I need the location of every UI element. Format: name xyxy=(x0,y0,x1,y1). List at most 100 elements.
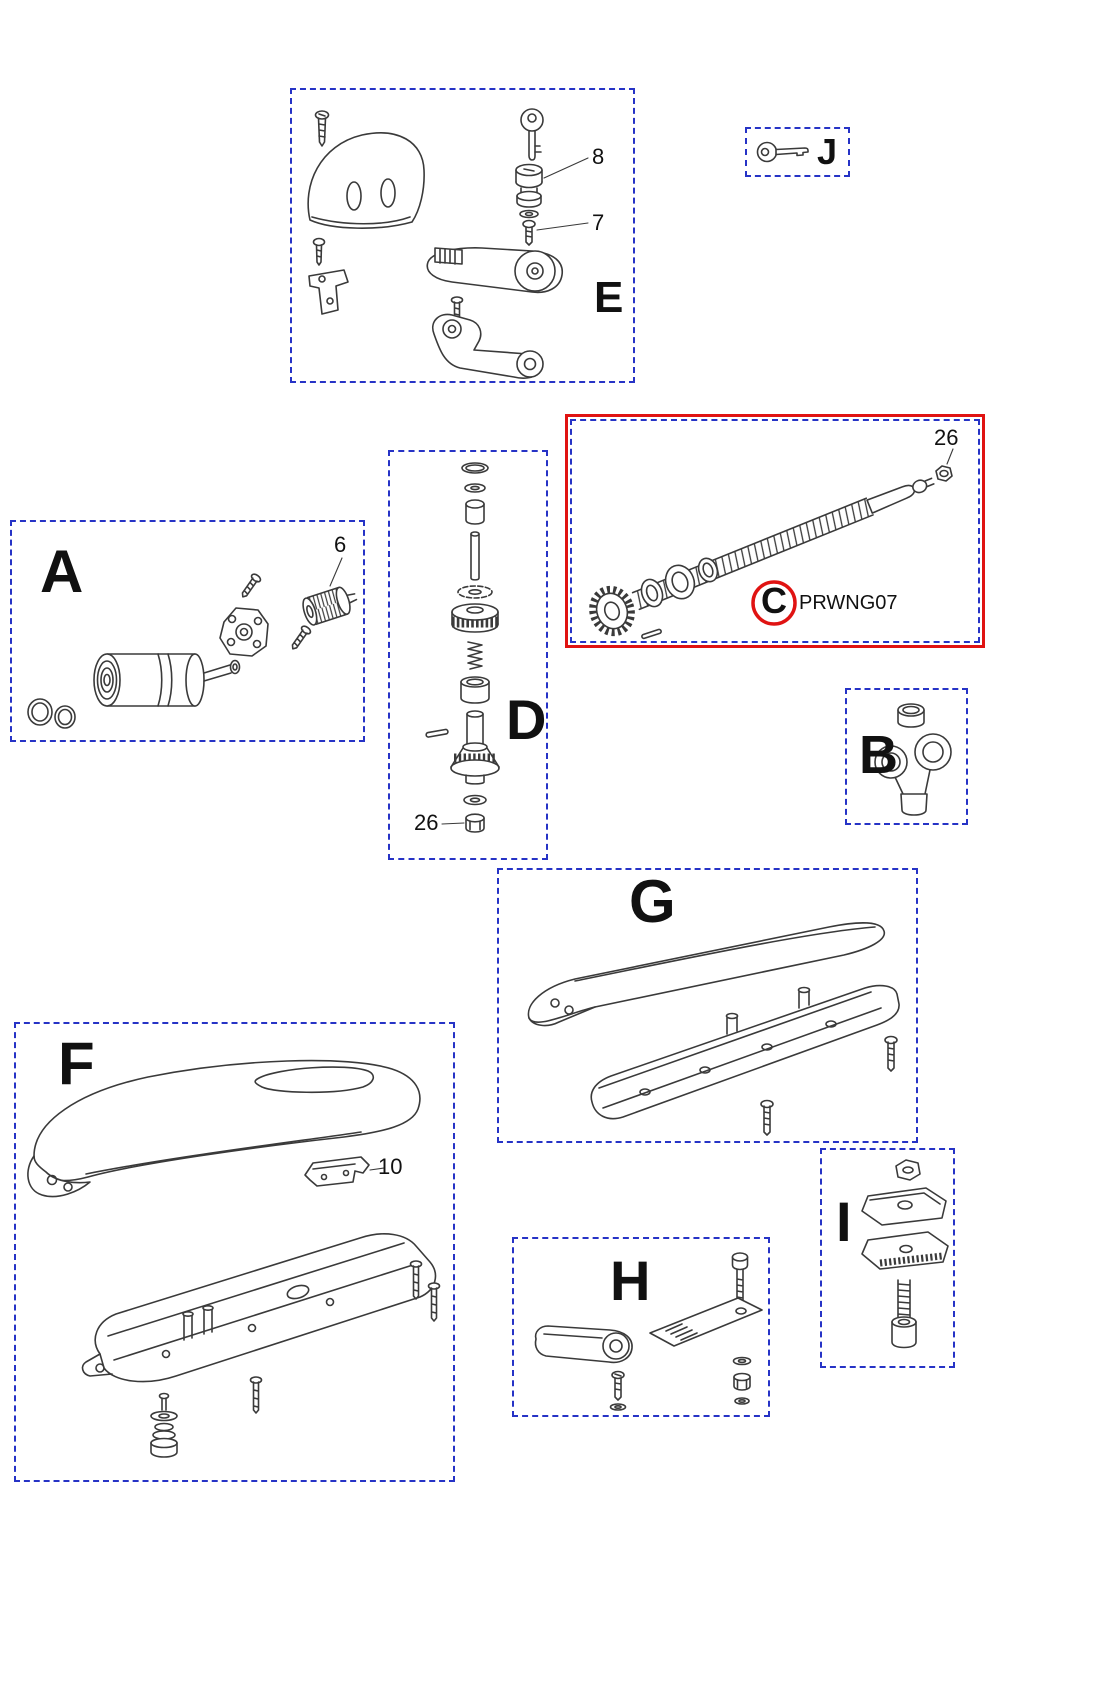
bolt xyxy=(731,1252,749,1309)
foot xyxy=(150,1392,178,1458)
section-e-label: E xyxy=(594,273,624,322)
section-h-label: H xyxy=(610,1249,651,1312)
base-plate xyxy=(81,1233,437,1383)
lock-cylinder xyxy=(515,163,543,208)
screw-icon xyxy=(291,625,312,650)
section-c-label: C xyxy=(761,580,787,621)
section-a-label: A xyxy=(40,538,84,605)
leader-line-8 xyxy=(543,157,589,179)
section-f-illustration xyxy=(27,1059,441,1458)
section-d-box: D 26 xyxy=(388,450,548,860)
callout-8: 8 xyxy=(592,144,605,169)
section-g-box: G xyxy=(497,868,918,1143)
section-j-illustration xyxy=(756,141,809,163)
bevel-pinion-shaft xyxy=(450,710,500,785)
pin xyxy=(425,728,449,738)
serrated-plate xyxy=(861,1231,949,1270)
screw-icon xyxy=(450,296,464,328)
section-g-illustration xyxy=(527,922,900,1136)
washer xyxy=(463,794,487,806)
section-f-label: F xyxy=(58,1030,95,1097)
section-a-illustration xyxy=(27,557,358,729)
pin xyxy=(470,531,480,581)
gearbox-flange xyxy=(219,607,269,657)
screw-icon xyxy=(884,1035,898,1072)
pin xyxy=(641,628,662,640)
screw-icon xyxy=(241,573,262,598)
section-h-box: H xyxy=(512,1237,770,1417)
section-g-label: G xyxy=(629,868,676,935)
nut xyxy=(895,1159,921,1181)
bracket xyxy=(304,1156,370,1187)
clamp-plate xyxy=(649,1297,763,1347)
section-f-box: F 10 xyxy=(14,1022,455,1482)
key-icon xyxy=(520,108,544,161)
callout-6: 6 xyxy=(334,532,347,557)
clamp-plate xyxy=(861,1187,947,1226)
screw-icon xyxy=(314,110,330,147)
section-i-label: I xyxy=(836,1190,852,1253)
section-d-label: D xyxy=(506,688,547,751)
callout-26: 26 xyxy=(934,425,959,450)
screw-icon xyxy=(760,1099,774,1136)
callout-7: 7 xyxy=(592,210,605,235)
bushing xyxy=(897,703,925,728)
screw-icon xyxy=(249,1376,263,1414)
section-e-box: E 8 7 xyxy=(290,88,635,383)
section-h-illustration xyxy=(534,1252,763,1411)
key-icon xyxy=(756,141,809,163)
mounting-bracket xyxy=(308,269,349,315)
motor xyxy=(93,653,241,707)
leader-line-26 xyxy=(441,822,465,825)
callout-26: 26 xyxy=(414,810,439,835)
section-c-box: C PRWNG07 26 xyxy=(565,414,985,648)
screw-icon xyxy=(312,237,326,266)
base-plate xyxy=(590,984,900,1120)
bevel-gear xyxy=(589,585,635,637)
spur-gear xyxy=(451,603,499,633)
section-d-illustration xyxy=(425,462,500,833)
bearing xyxy=(664,564,696,600)
section-a-box: A 6 xyxy=(10,520,365,742)
section-b-illustration xyxy=(874,703,952,816)
highlight-circle xyxy=(751,580,797,626)
callout-10: 10 xyxy=(378,1154,403,1179)
worm-gear xyxy=(302,586,358,626)
spring-washer xyxy=(457,585,493,599)
screw-icon xyxy=(427,1282,441,1322)
part-code: PRWNG07 xyxy=(799,592,898,614)
section-i-box: I xyxy=(820,1148,955,1368)
leader-line-10 xyxy=(369,1167,385,1171)
clevis-eyes xyxy=(874,733,952,816)
o-ring xyxy=(461,462,489,474)
section-c-illustration xyxy=(589,448,954,640)
bolt xyxy=(891,1279,917,1349)
gear-hub xyxy=(640,578,664,608)
cover-cap xyxy=(307,132,425,229)
washer xyxy=(609,1403,627,1411)
screw-icon xyxy=(409,1260,423,1300)
section-j-box: J xyxy=(745,127,850,177)
washer xyxy=(732,1356,752,1366)
screw-icon xyxy=(522,219,536,246)
spring xyxy=(467,641,483,670)
section-e-illustration xyxy=(307,108,589,379)
nut xyxy=(733,1372,751,1391)
nut xyxy=(935,465,953,482)
washer xyxy=(464,483,486,493)
top-cover xyxy=(527,922,885,1027)
release-lever xyxy=(426,247,563,294)
section-b-label: B xyxy=(859,725,898,785)
latch-lever xyxy=(432,313,544,379)
o-ring xyxy=(27,698,53,726)
release-strap xyxy=(534,1325,633,1364)
housing-cover xyxy=(27,1059,421,1198)
section-b-box: B xyxy=(845,688,968,825)
o-ring xyxy=(54,705,76,729)
section-i-illustration xyxy=(861,1159,949,1349)
washer xyxy=(519,209,539,219)
leader-line-6 xyxy=(329,557,343,587)
leader-line-26 xyxy=(946,448,954,465)
leader-line-7 xyxy=(536,222,589,231)
